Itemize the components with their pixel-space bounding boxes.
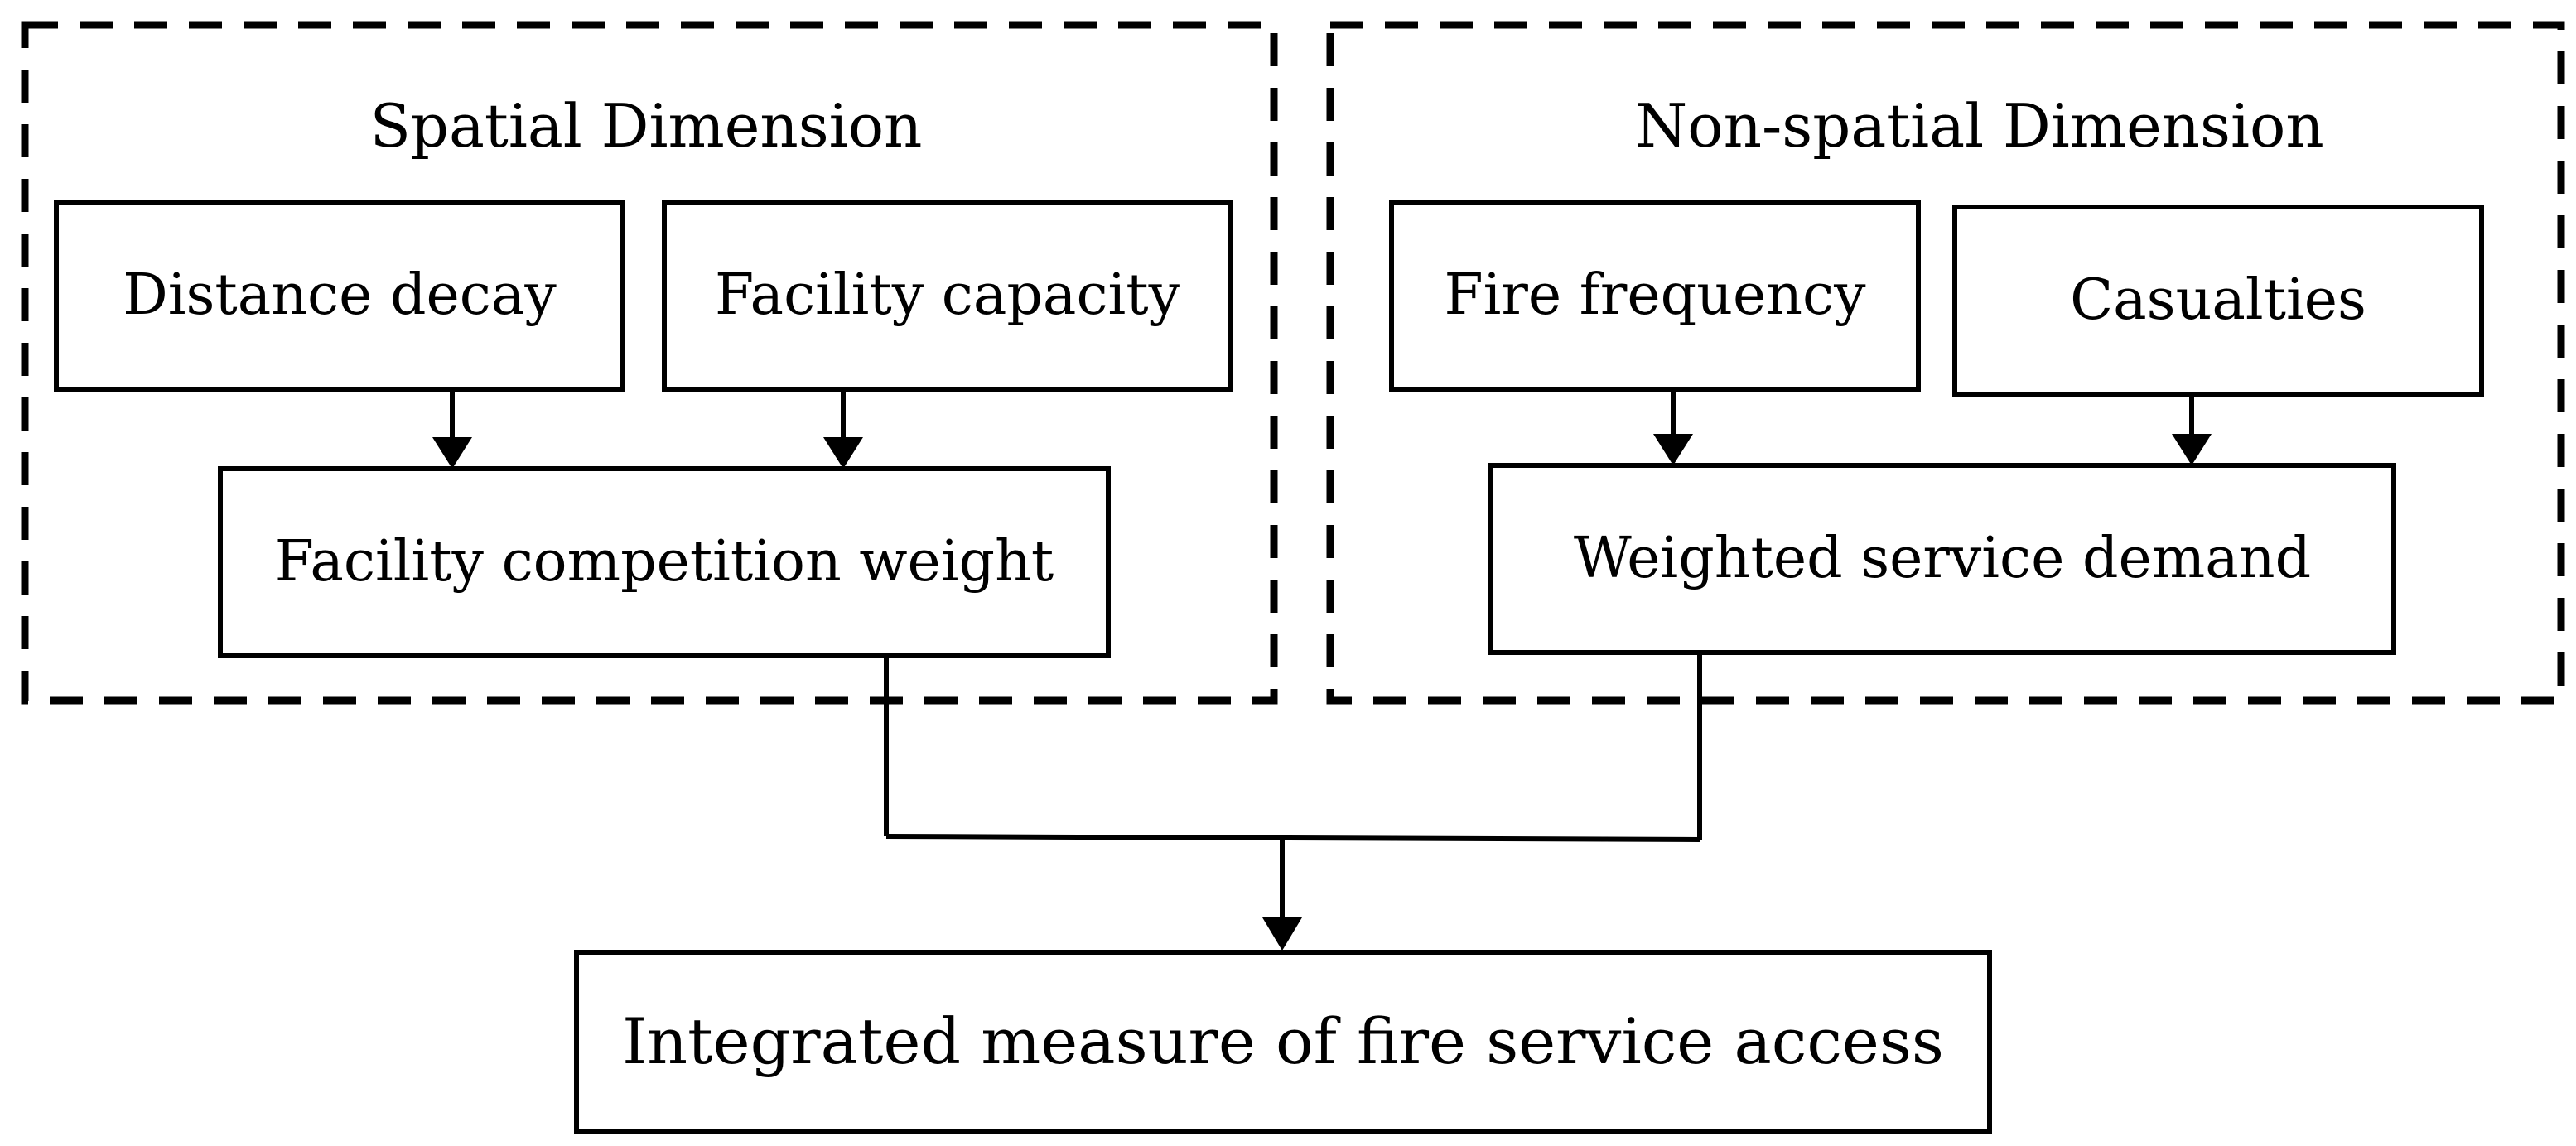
arrow-frequency-to-demand bbox=[1653, 389, 1693, 465]
connector-merge bbox=[885, 834, 1700, 842]
fire-frequency-box: Fire frequency bbox=[1444, 262, 1866, 328]
arrow-distance-to-competition bbox=[432, 389, 472, 469]
facility-capacity-box-border bbox=[662, 200, 1233, 392]
casualties-box: Casualties bbox=[2070, 267, 2366, 333]
integrated-measure-box: Integrated measure of fire service acces… bbox=[622, 1004, 1944, 1078]
facility-capacity-box: Facility capacity bbox=[714, 262, 1181, 328]
non-spatial-dimension-title: Non-spatial Dimension bbox=[1635, 91, 2324, 161]
competition-weight-box-border bbox=[218, 466, 1111, 658]
competition-weight-box: Facility competition weight bbox=[274, 529, 1054, 595]
fire-frequency-box-border bbox=[1389, 200, 1921, 392]
casualties-box-border bbox=[1952, 205, 2484, 397]
distance-decay-box: Distance decay bbox=[123, 262, 557, 328]
weighted-demand-box-border bbox=[1488, 463, 2396, 655]
arrow-casualties-to-demand bbox=[2172, 394, 2212, 465]
weighted-demand-box: Weighted service demand bbox=[1573, 526, 2312, 591]
non-spatial-group-border bbox=[1326, 21, 2565, 705]
arrow-merge-to-result bbox=[1262, 838, 1302, 951]
spatial-dimension-title: Spatial Dimension bbox=[369, 91, 923, 161]
arrow-capacity-to-competition bbox=[823, 389, 863, 469]
distance-decay-box-border bbox=[54, 200, 625, 392]
spatial-group-border bbox=[21, 21, 1278, 705]
result-box-border bbox=[574, 950, 1992, 1134]
